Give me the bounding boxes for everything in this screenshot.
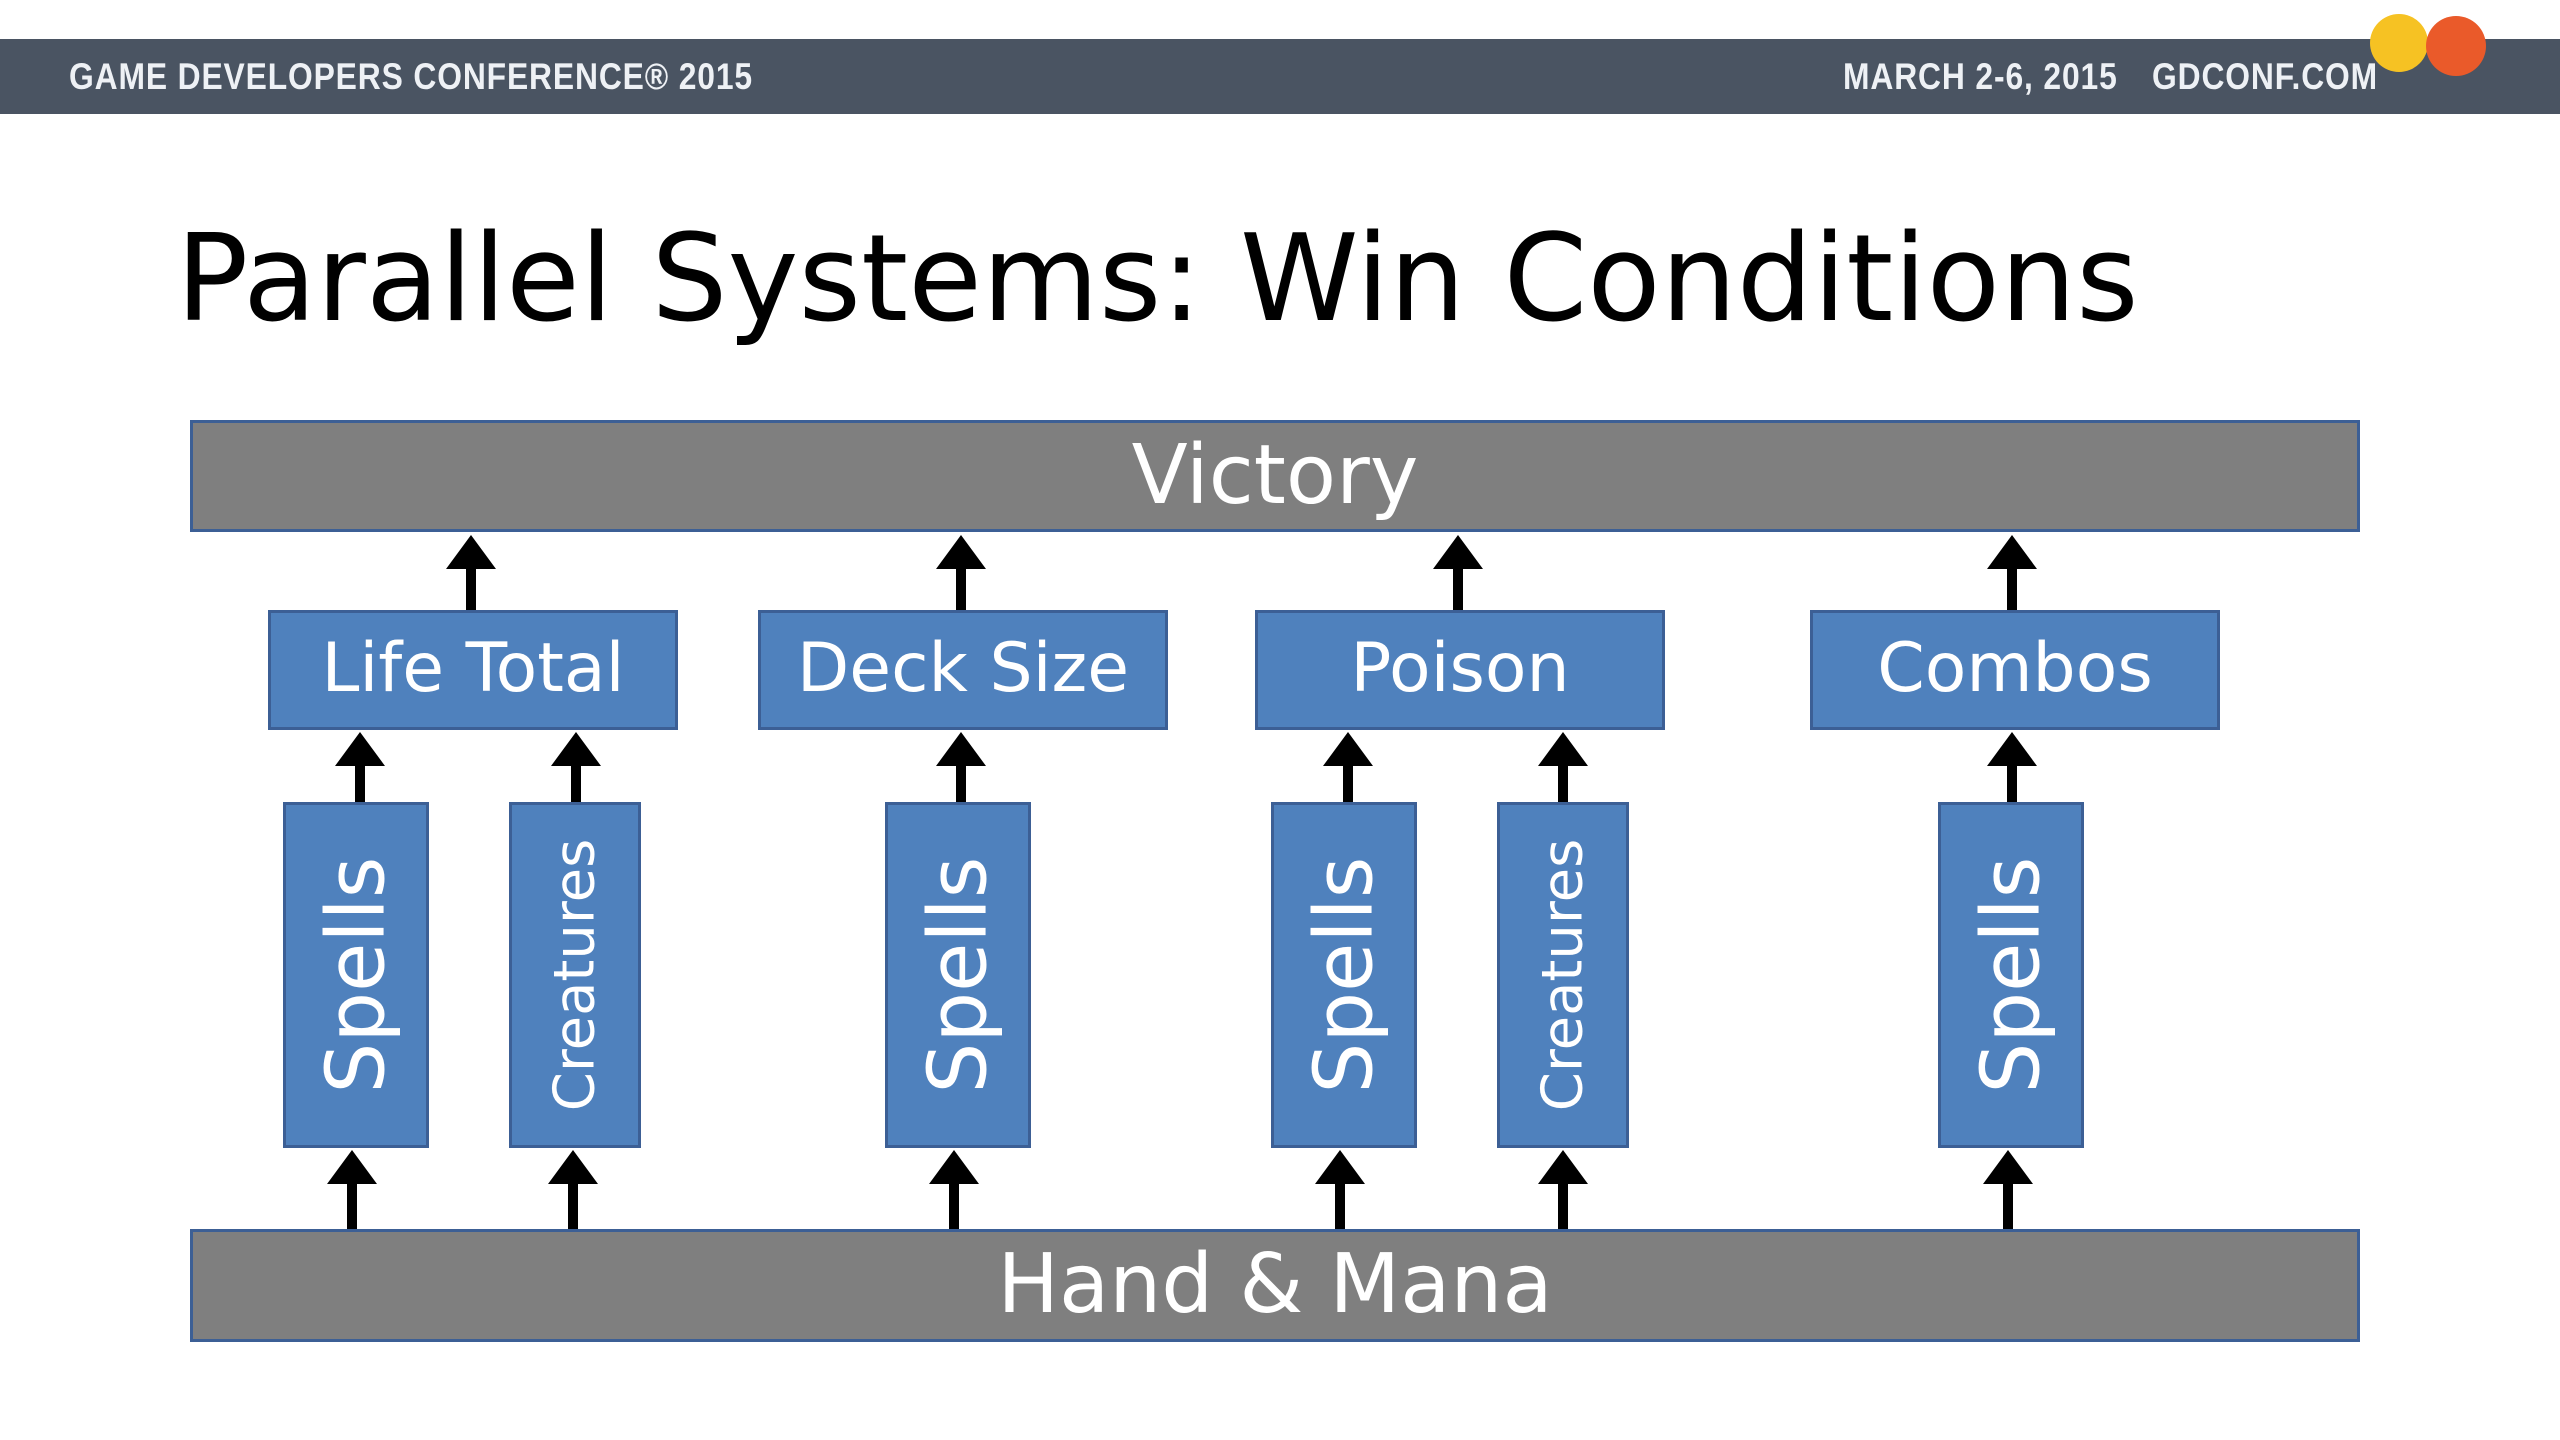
arrow-life-total-to-victory — [446, 535, 496, 610]
source-label: Creatures — [542, 838, 608, 1112]
arrow-spells-to-life-total — [335, 732, 385, 802]
source-spells-poison: Spells — [1271, 802, 1417, 1148]
source-spells-deck-size: Spells — [885, 802, 1031, 1148]
arrow-hand-to-spells-life-total — [327, 1150, 377, 1229]
arrow-hand-to-spells-combos — [1983, 1150, 2033, 1229]
win-condition-combos: Combos — [1810, 610, 2220, 730]
source-creatures-poison: Creatures — [1497, 802, 1629, 1148]
conference-website: GDCONF.COM — [2152, 56, 2379, 97]
source-label: Creatures — [1530, 838, 1596, 1112]
source-label: Spells — [1297, 856, 1391, 1094]
source-creatures-life-total: Creatures — [509, 802, 641, 1148]
conference-header-bar: GAME DEVELOPERS CONFERENCE® 2015 MARCH 2… — [0, 39, 2560, 114]
win-condition-poison: Poison — [1255, 610, 1665, 730]
arrow-creatures-to-life-total — [551, 732, 601, 802]
gdc-logo-orange-dot — [2426, 16, 2486, 76]
gdc-logo-yellow-dot — [2370, 14, 2428, 72]
arrow-hand-to-creatures-life-total — [548, 1150, 598, 1229]
arrow-spells-to-combos — [1987, 732, 2037, 802]
arrow-hand-to-creatures-poison — [1538, 1150, 1588, 1229]
win-condition-life-total: Life Total — [268, 610, 678, 730]
conference-name: GAME DEVELOPERS CONFERENCE® 2015 — [69, 56, 753, 97]
slide-title: Parallel Systems: Win Conditions — [176, 210, 2139, 349]
arrow-deck-size-to-victory — [936, 535, 986, 610]
source-label: Spells — [309, 856, 403, 1094]
conference-dates: MARCH 2-6, 2015 — [1843, 56, 2118, 97]
arrow-creatures-to-poison — [1538, 732, 1588, 802]
source-spells-combos: Spells — [1938, 802, 2084, 1148]
arrow-spells-to-poison — [1323, 732, 1373, 802]
arrow-poison-to-victory — [1433, 535, 1483, 610]
arrow-hand-to-spells-poison — [1315, 1150, 1365, 1229]
arrow-hand-to-spells-deck-size — [929, 1150, 979, 1229]
hand-and-mana-node: Hand & Mana — [190, 1229, 2360, 1342]
victory-node: Victory — [190, 420, 2360, 532]
source-spells-life-total: Spells — [283, 802, 429, 1148]
win-condition-deck-size: Deck Size — [758, 610, 1168, 730]
source-label: Spells — [911, 856, 1005, 1094]
arrow-spells-to-deck-size — [936, 732, 986, 802]
arrow-combos-to-victory — [1987, 535, 2037, 610]
source-label: Spells — [1964, 856, 2058, 1094]
